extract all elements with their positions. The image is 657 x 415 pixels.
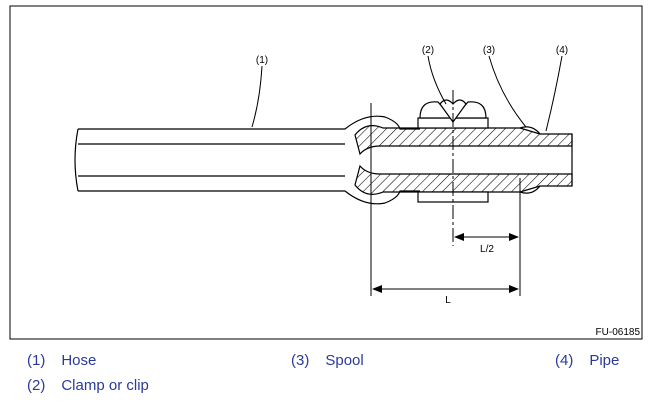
callout-4: (4) bbox=[556, 45, 568, 56]
legend-item-pipe: (4) Pipe bbox=[555, 352, 619, 369]
callout-2: (2) bbox=[422, 45, 434, 56]
callout-3: (3) bbox=[483, 45, 495, 56]
figure-code: FU-06185 bbox=[596, 327, 641, 338]
legend-label: Hose bbox=[61, 352, 97, 369]
legend-item-spool: (3) Spool bbox=[291, 352, 364, 369]
legend-number: (1) bbox=[27, 352, 46, 369]
legend-number: (3) bbox=[291, 352, 310, 369]
pipe bbox=[354, 125, 573, 195]
legend-item-hose: (1) Hose bbox=[27, 352, 96, 369]
hose-connection-diagram: L/2 L (1) (2) (3) (4) FU-06185 bbox=[9, 5, 643, 340]
callout-1: (1) bbox=[256, 55, 268, 66]
legend-item-clamp: (2) Clamp or clip bbox=[27, 377, 149, 394]
hose bbox=[74, 115, 420, 205]
callout-leaders bbox=[251, 55, 563, 132]
dimension-full-label: L bbox=[445, 295, 451, 306]
legend-label: Clamp or clip bbox=[61, 377, 149, 394]
dimension-half-label: L/2 bbox=[480, 244, 494, 255]
legend-label: Pipe bbox=[589, 352, 620, 369]
legend-number: (2) bbox=[27, 377, 46, 394]
legend-number: (4) bbox=[555, 352, 574, 369]
centerlines bbox=[370, 90, 521, 296]
figure-frame bbox=[9, 5, 643, 340]
spool bbox=[519, 126, 541, 194]
legend-label: Spool bbox=[325, 352, 364, 369]
